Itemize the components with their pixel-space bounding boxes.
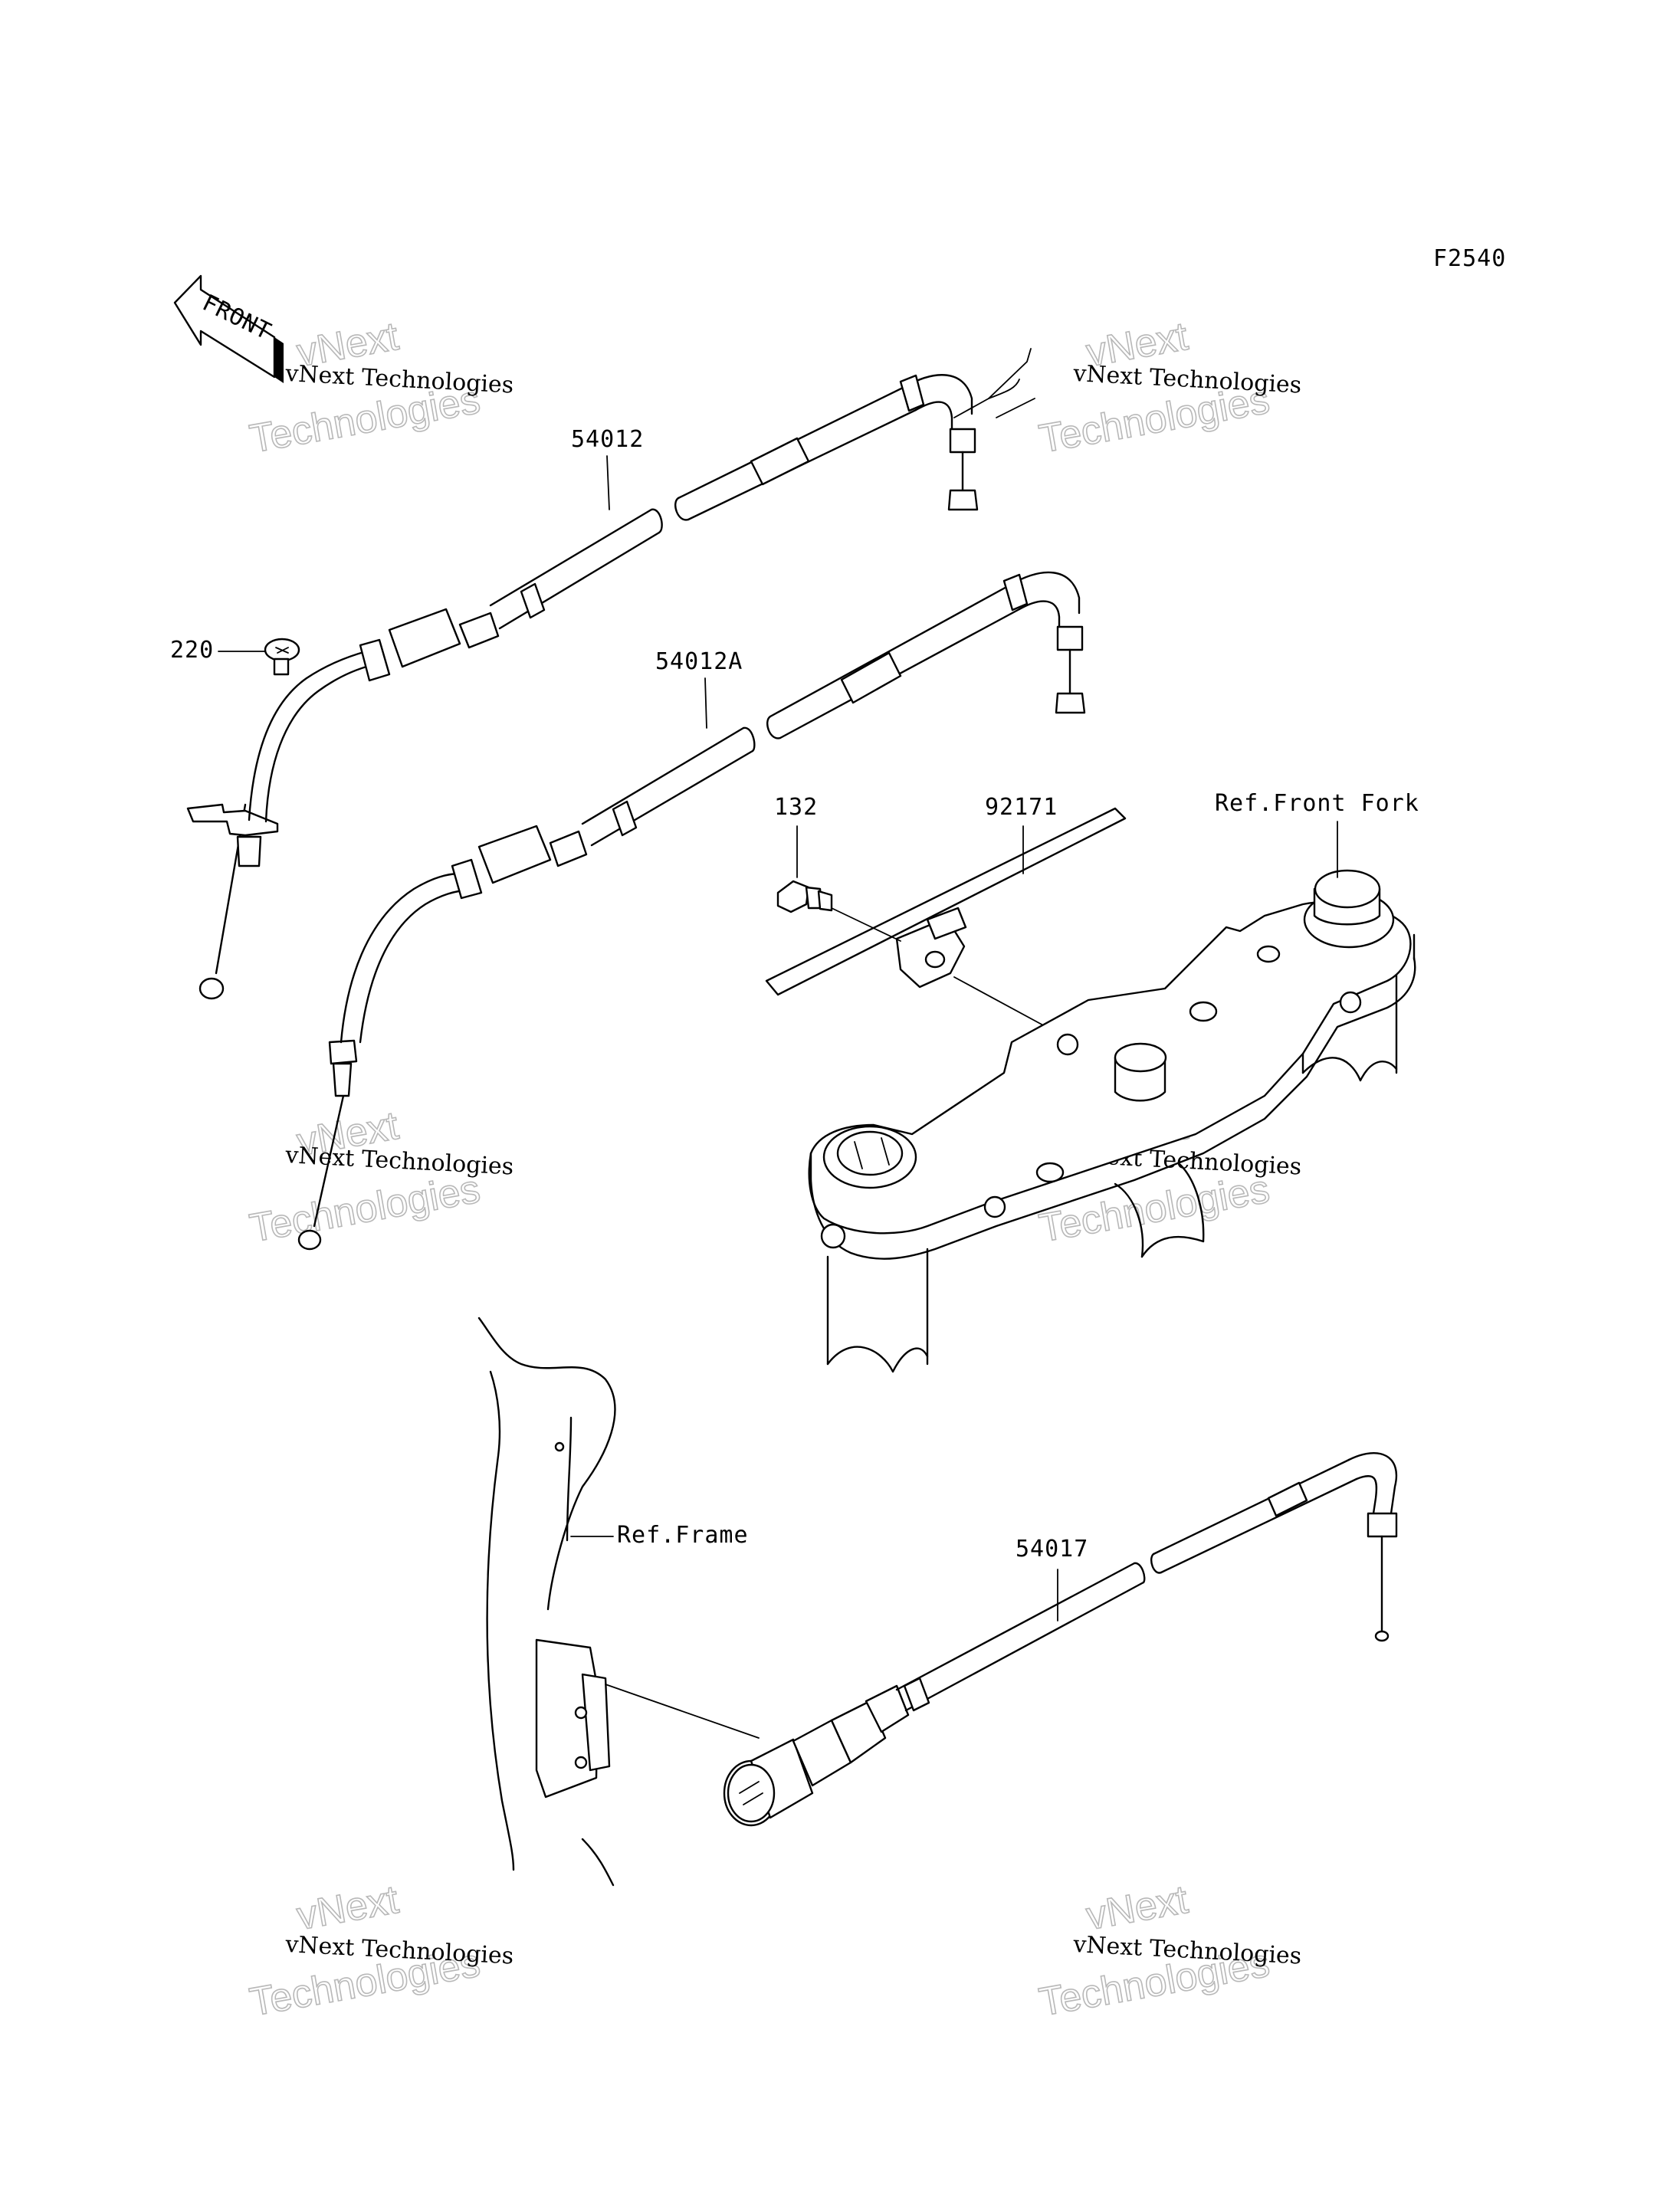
steering-stem-upper-bracket (808, 869, 1416, 1373)
frame-section (477, 1317, 616, 1887)
label-132: 132 (774, 794, 818, 821)
svg-text:Technologies: Technologies (1036, 1167, 1273, 1251)
svg-text:vNext: vNext (1083, 1877, 1192, 1939)
leader-clamp-to-bracket (953, 976, 1047, 1028)
front-arrow-icon: FRONT (173, 274, 284, 383)
label-54012A: 54012A (655, 648, 743, 675)
label-ref-frame: Ref.Frame (617, 1522, 749, 1549)
svg-text:Technologies: Technologies (247, 1167, 484, 1251)
throttle-cable-54012A (297, 571, 1086, 1251)
choke-cable-54017 (723, 1452, 1398, 1827)
label-54012: 54012 (571, 426, 644, 453)
label-ref-front-fork: Ref.Front Fork (1215, 790, 1419, 817)
clamp-92171 (765, 807, 1127, 996)
svg-text:vNext: vNext (294, 1877, 402, 1939)
leader-bolt-to-clamp (831, 907, 901, 942)
watermark-text-mid-left: vNext Technologies (284, 1142, 514, 1181)
leader-frame-to-choke (605, 1684, 760, 1739)
throttle-cable-54012 (186, 348, 1035, 1000)
bolt-132 (776, 880, 833, 913)
label-220: 220 (170, 637, 214, 664)
figure-code: F2540 (1433, 245, 1506, 272)
label-54017: 54017 (1016, 1536, 1088, 1562)
label-92171: 92171 (985, 794, 1058, 821)
screw-220 (264, 638, 300, 676)
leader-54012A (704, 677, 707, 729)
leader-54012 (606, 455, 610, 510)
